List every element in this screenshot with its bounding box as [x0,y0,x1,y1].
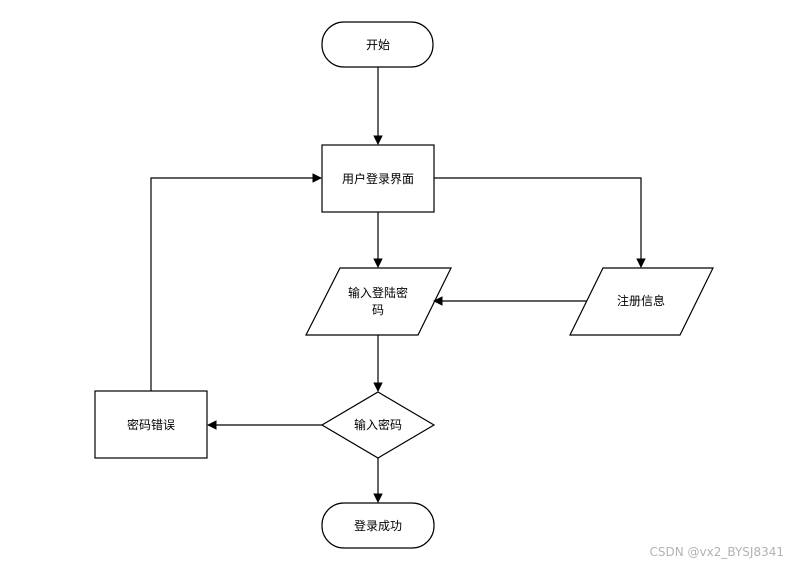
watermark-text: CSDN @vx2_BYSJ8341 [650,545,784,559]
check-password-node: 输入密码 [320,391,436,459]
input-login-node: 输入登陆密 码 [305,267,452,336]
success-node: 登录成功 [321,502,435,549]
start-label: 开始 [366,38,390,52]
register-node: 注册信息 [569,267,714,336]
check-password-label: 输入密码 [354,417,402,432]
input-login-label-line1: 输入登陆密 [348,285,408,300]
input-login-label-line2: 码 [372,303,384,317]
register-label: 注册信息 [617,293,665,308]
password-error-label: 密码错误 [127,417,175,432]
login-ui-node: 用户登录界面 [321,144,435,213]
success-label: 登录成功 [354,518,402,533]
edge-login-to-register [434,177,646,268]
start-node: 开始 [321,21,434,68]
edge-error-to-login [150,173,322,391]
password-error-node: 密码错误 [94,390,208,459]
login-ui-label: 用户登录界面 [342,171,414,186]
